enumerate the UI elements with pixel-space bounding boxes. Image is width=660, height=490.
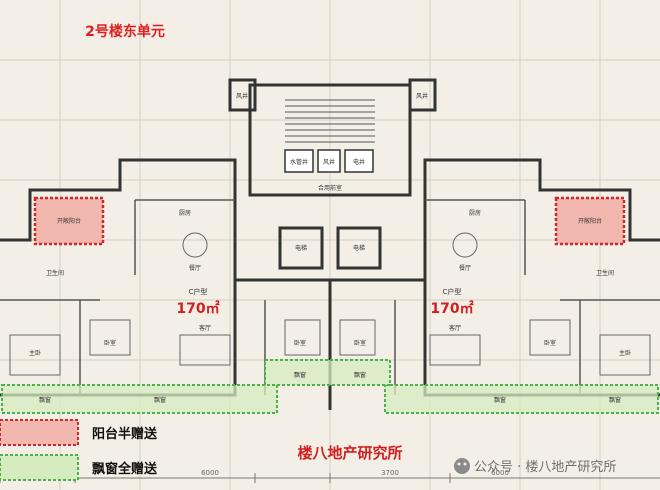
half-balcony-left (33, 196, 105, 246)
dining-right-label: 餐厅 (459, 264, 471, 272)
footer-brand: 公众号 · 楼八地产研究所 (474, 460, 616, 475)
bay-label-3: 飘窗 (294, 371, 306, 379)
bay-label-1: 飘窗 (39, 396, 51, 404)
half-balcony-right-label: 开敞阳台 (578, 217, 602, 225)
legend (0, 419, 79, 481)
elevator-right-label: 电梯 (353, 244, 365, 252)
kitchen-left-label: 厨房 (179, 209, 191, 217)
master-right-label: 主卧 (619, 349, 631, 357)
wechat-icon (454, 458, 470, 474)
legend-label-half-balcony: 阳台半赠送 (92, 426, 158, 442)
stair-treads (285, 99, 375, 143)
half-balcony-left-label: 开敞阳台 (57, 217, 81, 225)
bay-window-strips (1, 359, 659, 414)
dim-3: 3700 (381, 469, 399, 477)
bedroom-right-label: 卧室 (544, 339, 556, 347)
shaft-water-label: 水管井 (290, 158, 308, 166)
elevator-left-label: 电梯 (295, 244, 307, 252)
page-title: 2号楼东单元 (85, 23, 165, 40)
dining-left-label: 餐厅 (189, 264, 201, 272)
unit-left-area: 170㎡ (176, 300, 219, 317)
unit-walls (0, 158, 660, 410)
bay-label-2: 飘窗 (154, 396, 166, 404)
bay-label-5: 飘窗 (494, 396, 506, 404)
bedroom-mid-left-label: 卧室 (294, 339, 306, 347)
core-block (228, 78, 437, 270)
corridor-label: 合用前室 (318, 184, 342, 192)
living-right-label: 客厅 (449, 324, 461, 332)
unit-right-type: C户型 (443, 287, 462, 296)
dim-4: 6000 (491, 469, 509, 477)
half-balcony-right (554, 196, 626, 246)
master-left-label: 主卧 (29, 349, 41, 357)
service-shafts (284, 149, 374, 173)
dim-2: 6000 (201, 469, 219, 477)
shaft-power-label: 电井 (353, 158, 365, 166)
legend-swatch-bay-window (0, 454, 79, 481)
bedroom-left-label: 卧室 (104, 339, 116, 347)
kitchen-right-label: 厨房 (469, 209, 481, 217)
furniture (9, 232, 651, 376)
legend-swatch-half-balcony (0, 419, 79, 446)
unit-right-area: 170㎡ (430, 300, 473, 317)
wind-right-label: 风井 (416, 92, 428, 100)
unit-left-type: C户型 (189, 287, 208, 296)
bath-right-label: 卫生间 (596, 269, 614, 277)
shaft-wind-label: 风井 (323, 158, 335, 166)
legend-label-bay-window: 飘窗全赠送 (92, 461, 158, 477)
bay-label-4: 飘窗 (354, 371, 366, 379)
living-left-label: 客厅 (199, 324, 211, 332)
bath-left-label: 卫生间 (46, 269, 64, 277)
wind-left-label: 风井 (236, 92, 248, 100)
bay-label-6: 飘窗 (609, 396, 621, 404)
bedroom-mid-right-label: 卧室 (354, 339, 366, 347)
watermark: 楼八地产研究所 (297, 444, 402, 462)
